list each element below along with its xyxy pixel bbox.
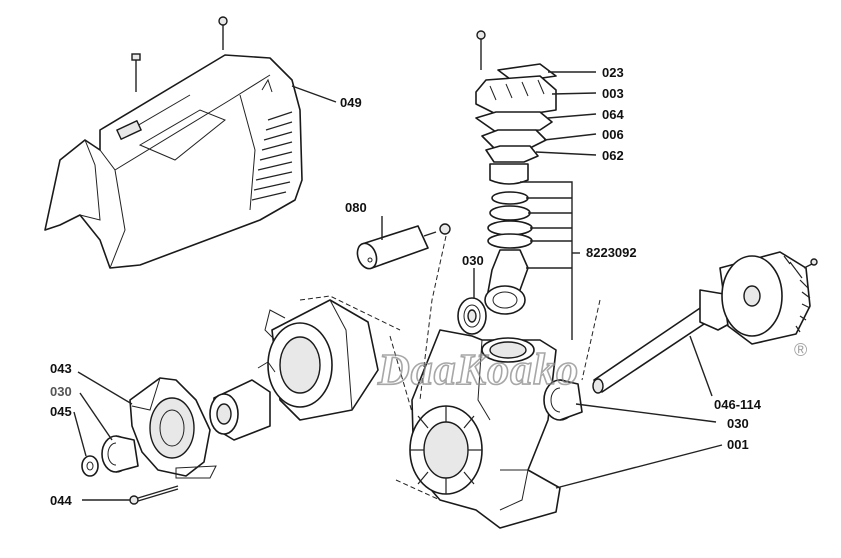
label-001: 001 [727,437,749,452]
label-003: 003 [602,86,624,101]
part-045-washer [81,455,99,477]
part-003-cylinder-head [475,75,557,119]
crankcase-fins [410,406,482,494]
label-045: 045 [50,404,72,419]
watermark-text: DaaKoako [377,345,579,394]
label-023: 023 [602,65,624,80]
cover-vent-slots [251,111,293,201]
part-030-bearing-right [543,379,583,421]
part-labels: 023 003 064 006 062 049 080 030 8223092 … [50,65,762,508]
head-bolt [476,30,486,70]
cooling-fan [719,251,811,345]
part-064-valve-plate [475,111,553,133]
cylinder-sleeve [489,163,529,185]
label-8223092: 8223092 [586,245,637,260]
watermark-registered-mark: ® [794,340,807,360]
assembly-lines [299,235,601,501]
fan-screw [803,258,818,269]
part-043-end-bell [129,377,217,479]
label-030-right: 030 [727,416,749,431]
label-030-upper: 030 [462,253,484,268]
label-006: 006 [602,127,624,142]
label-064: 064 [602,107,624,122]
part-062-gasket [485,145,539,163]
label-062: 062 [602,148,624,163]
leader-lines [73,71,723,501]
part-030-bearing-left [101,435,139,473]
cover-screw-left [131,53,141,92]
part-001-crankcase [409,329,561,529]
part-046-114-crankshaft [592,289,741,394]
part-030-bearing-upper [457,297,487,335]
label-049: 049 [340,95,362,110]
cover-shroud [44,54,303,269]
motor-stator [257,299,379,421]
cover-screw-top [218,16,228,50]
watermark: DaaKoako ® [376,340,807,395]
label-046-114: 046-114 [714,397,762,412]
connecting-rod [484,249,529,315]
label-030-left: 030 [50,384,72,399]
part-044-tie-rod [129,485,179,505]
fan-blades [783,255,811,333]
motor-rotor [209,379,271,441]
label-080: 080 [345,200,367,215]
piston-rings [487,191,533,249]
label-044: 044 [50,493,72,508]
label-043: 043 [50,361,72,376]
part-080-capacitor [356,223,451,270]
